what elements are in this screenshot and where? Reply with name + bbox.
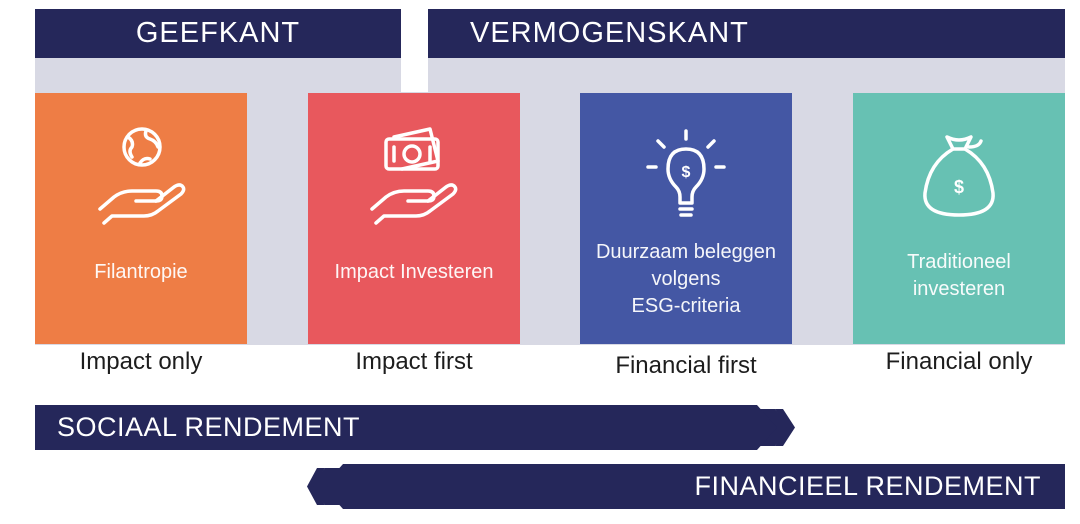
card-filantropie: Filantropie [35, 93, 247, 344]
card-duurzaam-beleggen: $ Duurzaam beleggen volgens ESG-criteria [580, 93, 792, 344]
arrow-left-shape [307, 464, 1065, 509]
svg-text:$: $ [682, 164, 691, 181]
header-vermogenskant-label: VERMOGENSKANT [470, 17, 749, 49]
globe-hand-icon [98, 127, 186, 225]
sublabel-impact-first: Impact first [355, 348, 473, 375]
header-geefkant-label: GEEFKANT [135, 17, 301, 49]
sociaal-rendement-arrow: SOCIAAL RENDEMENT [35, 405, 795, 450]
lightbulb-dollar-icon: $ [646, 129, 726, 217]
header-geefkant: GEEFKANT [35, 9, 401, 58]
sociaal-rendement-label: SOCIAAL RENDEMENT [57, 412, 361, 442]
header-vermogenskant: VERMOGENSKANT [428, 9, 1065, 58]
money-hand-icon [370, 127, 458, 225]
card-traditioneel-investeren: $ Traditioneel investeren [853, 93, 1065, 344]
financieel-rendement-label: FINANCIEEL RENDEMENT [694, 471, 1041, 501]
card-impact-investeren: Impact Investeren [308, 93, 520, 344]
card-label: Impact Investeren [334, 261, 494, 283]
financieel-rendement-arrow: FINANCIEEL RENDEMENT [307, 464, 1065, 509]
money-bag-icon: $ [923, 135, 995, 217]
card-label: Filantropie [94, 261, 188, 283]
card-label: Traditioneel investeren [907, 251, 1011, 300]
arrow-right-shape [35, 405, 795, 450]
card-label: Duurzaam beleggen volgens ESG-criteria [595, 241, 777, 317]
sublabel-impact-only: Impact only [79, 348, 203, 375]
sublabel-financial-first: Financial first [615, 352, 757, 379]
svg-text:$: $ [954, 177, 964, 197]
sublabel-financial-only: Financial only [885, 348, 1033, 375]
